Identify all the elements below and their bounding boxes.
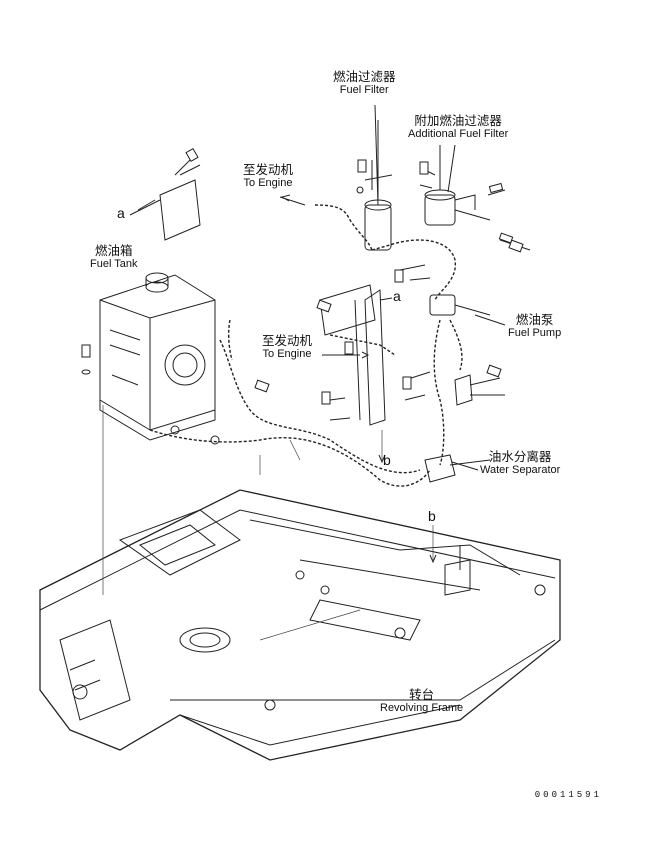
- additional-fuel-filter-label-zh: 附加燃油过滤器: [414, 113, 502, 128]
- fuel-tank-label-en: Fuel Tank: [90, 258, 138, 271]
- revolving-frame-label-zh: 转台: [409, 687, 435, 702]
- to-engine-top-label-en: To Engine: [243, 177, 293, 190]
- hardware-drawing: [81, 159, 524, 405]
- fuel-tank-label: 燃油箱 Fuel Tank: [90, 243, 138, 271]
- fuel-filter-label: 燃油过滤器 Fuel Filter: [333, 69, 396, 97]
- additional-fuel-filter-label-en: Additional Fuel Filter: [408, 128, 509, 141]
- water-separator-label: 油水分离器 Water Separator: [480, 449, 561, 477]
- revolving-frame-drawing: [39, 489, 561, 761]
- fuel-filter-label-zh: 燃油过滤器: [333, 69, 396, 84]
- leader-lines: [102, 104, 506, 595]
- marker-b-right: b: [428, 508, 436, 524]
- document-number: 00011591: [534, 790, 602, 800]
- bracket-drawing: [129, 147, 201, 241]
- fuel-pump-label-en: Fuel Pump: [508, 327, 562, 340]
- additional-fuel-filter-label: 附加燃油过滤器 Additional Fuel Filter: [408, 113, 509, 141]
- fuel-tank-drawing: [99, 272, 216, 441]
- fuel-filter-label-en: Fuel Filter: [339, 84, 389, 97]
- fuel-pump-label-zh: 燃油泵: [515, 312, 554, 327]
- fuel-pump-drawing: [319, 264, 491, 426]
- marker-b-mid: b: [383, 452, 391, 468]
- fuel-filter-drawing: [356, 120, 393, 251]
- water-separator-label-en: Water Separator: [480, 464, 561, 477]
- revolving-frame-label-en: Revolving Frame: [380, 702, 464, 715]
- to-engine-mid-label: 至发动机 To Engine: [262, 333, 313, 361]
- to-engine-top-label: 至发动机 To Engine: [243, 162, 294, 190]
- additional-fuel-filter-drawing: [419, 145, 531, 251]
- water-separator-label-zh: 油水分离器: [488, 449, 552, 464]
- marker-a-mid: a: [393, 288, 401, 304]
- fuel-tank-label-zh: 燃油箱: [94, 243, 133, 258]
- marker-a-left: a: [117, 205, 125, 221]
- to-engine-top-label-zh: 至发动机: [243, 162, 294, 177]
- revolving-frame-label: 转台 Revolving Frame: [380, 687, 464, 715]
- fuel-pipes-drawing: [149, 204, 463, 487]
- to-engine-mid-label-en: To Engine: [262, 348, 312, 361]
- water-separator-drawing: [424, 374, 505, 483]
- to-engine-mid-label-zh: 至发动机: [262, 333, 313, 348]
- fuel-pump-label: 燃油泵 Fuel Pump: [508, 312, 562, 340]
